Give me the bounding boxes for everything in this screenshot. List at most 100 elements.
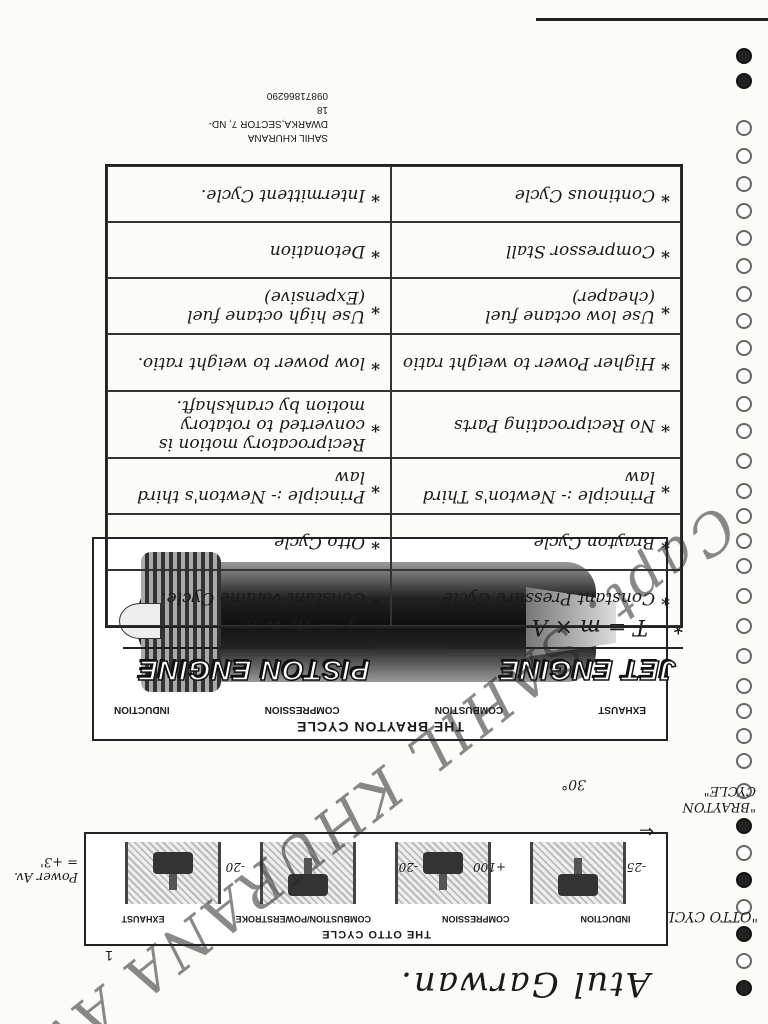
jet-cell: *Principle :- Newton's Third law [391,457,681,514]
address-name: SAHIL KHURANA [247,132,328,143]
cell-text: No Reciprocating Parts [453,414,656,435]
binder-hole [736,423,752,439]
jet-cell: *Use low octane fuel (cheaper) [391,278,681,335]
piston-cell: *Reciprocatory motion is converted to ro… [107,390,391,458]
binder-hole [736,618,752,634]
binder-hole [736,728,752,744]
piston-cell: *Otto Cycle [107,513,391,570]
address-line: DWARKA,SECTOR 7, ND-18 [208,104,328,129]
binder-hole [736,340,752,356]
brayton-stage-label: EXHAUST [598,704,646,715]
bullet-star: * [661,353,670,374]
binder-hole [736,203,752,219]
binder-holes [726,0,766,1024]
piston-cell: *Principle :- Newton's third law [107,457,391,514]
brayton-cycle-annotation: "BRAYTON CYCLE" [682,783,756,814]
piston-cell: *Detonation [107,222,391,279]
stroke-value: -25 [626,860,646,874]
bullet-star: * [661,476,670,497]
exhaust-arrow-icon: ⇐ [638,822,654,842]
angle-annotation: 30° [561,776,586,792]
power-average-note: Power Av. = +3' [13,854,78,884]
bullet-star: * [661,240,670,261]
bullet-star: * [371,532,380,553]
binder-hole [736,845,752,861]
piston-shape [558,874,598,896]
bullet-star: * [371,184,380,205]
binder-hole [736,453,752,469]
binder-hole [736,558,752,574]
bullet-star: * [371,588,380,609]
piston-cell: *Constant volume Cycle. [107,569,391,626]
otto-stage-label: INDUCTION [580,914,631,924]
cell-text: low power to weight ratio. [137,353,366,374]
brayton-stage-labels: EXHAUST COMBUSTION COMPRESSION INDUCTION [114,704,646,715]
binder-hole [736,678,752,694]
brayton-stage-label: COMPRESSION [264,704,340,715]
binder-hole [736,648,752,664]
bullet-star: * [371,296,380,317]
heading-underline [123,647,373,649]
piston-cell: *Use high octane fuel (Expensive) [107,278,391,335]
cell-text: Intermittent Cycle. [200,184,366,205]
piston-shape [423,852,463,874]
cell-text: Principle :- Newton's Third law [422,466,656,506]
binder-hole [736,73,752,89]
brayton-cycle-title: THE BRAYTON CYCLE [296,719,464,735]
comparison-table: *Constant Pressure Cycle *Constant volum… [105,164,683,628]
binder-hole [736,258,752,274]
cell-text: Continous Cycle [514,184,656,205]
brayton-stage-label: INDUCTION [114,704,170,715]
binder-hole [736,230,752,246]
binder-hole [736,508,752,524]
cell-text: Use low octane fuel (cheaper) [485,287,656,327]
binder-hole [736,286,752,302]
cell-text: Use high octane fuel (Expensive) [187,287,366,327]
address-phone: 09871866290 [266,90,328,101]
bullet-star: * [661,184,670,205]
binder-hole [736,368,752,384]
binder-hole [736,872,752,888]
bullet-star: * [661,414,670,435]
binder-hole [736,953,752,969]
bullet-star: * [661,296,670,317]
jet-cell: *Higher Power to weight ratio [391,334,681,391]
jet-cell: *No Reciprocating Parts [391,390,681,458]
binder-hole [736,703,752,719]
stroke-value: -20 [398,860,418,874]
binder-hole [736,396,752,412]
binder-hole [736,818,752,834]
address-block: SAHIL KHURANA DWARKA,SECTOR 7, ND-18 098… [198,88,328,144]
connecting-rod [439,874,447,890]
binder-hole [736,176,752,192]
jet-cell: *Continous Cycle [391,166,681,223]
jet-cell: *Compressor Stall [391,222,681,279]
binder-hole [736,483,752,499]
binder-hole [736,120,752,136]
cell-text: Higher Power to weight ratio [402,353,656,374]
cell-text: Reciprocatory motion is converted to rot… [158,395,366,454]
cell-text: Compressor Stall [505,240,656,261]
bullet-star: * [371,476,380,497]
otto-stage-label: COMPRESSION [442,914,510,924]
binder-hole [736,588,752,604]
binder-hole [736,148,752,164]
piston-engine-heading: PISTON ENGINE [137,654,370,687]
connecting-rod [574,858,582,874]
cell-text: Detonation [269,240,366,261]
cell-text: Otto Cycle [274,532,366,553]
connecting-rod [169,874,177,890]
bullet-star: * [371,414,380,435]
bullet-star: * [371,353,380,374]
binder-hole [736,48,752,64]
piston-cell: *Intermittent Cycle. [107,166,391,223]
binder-hole [736,753,752,769]
cell-text: Principle :- Newton's third law [137,466,366,506]
signature: Atul Garwan. [399,964,650,1004]
piston-cell: *low power to weight ratio. [107,334,391,391]
stroke-value: +100 [473,860,506,874]
piston-shape [153,852,193,874]
binder-hole [736,926,752,942]
cylinder-illustration [530,842,626,904]
